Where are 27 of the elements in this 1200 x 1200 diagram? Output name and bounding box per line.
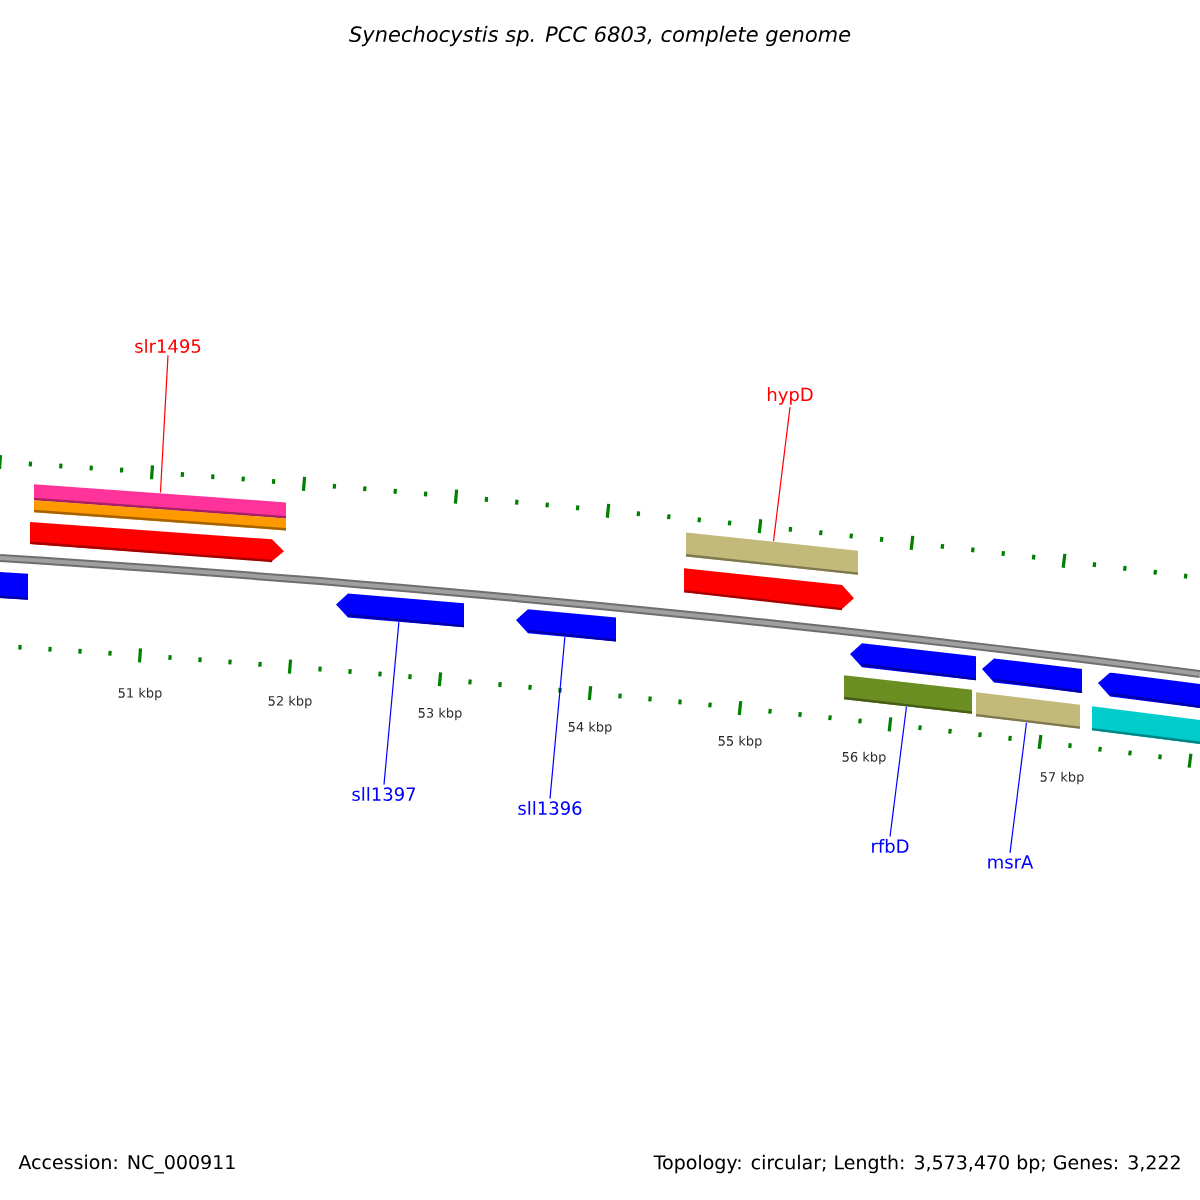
gene-label: sll1397: [352, 787, 416, 801]
leader-line: [772, 406, 791, 542]
leader-line: [383, 621, 400, 786]
feature-bar: [843, 675, 973, 714]
gene-label: rfbD: [872, 839, 909, 853]
leader-line: [889, 706, 908, 838]
gene-block: [683, 568, 854, 611]
genome-info-text: Topology: circular; Length: 3,573,470 bp; Genes: 3,222: [653, 1154, 1180, 1174]
leader-line: [159, 354, 169, 494]
feature-bar: [0, 572, 29, 600]
title: Synechocystis sp. PCC 6803, complete genome: [349, 25, 851, 47]
gene-block: [336, 593, 465, 628]
feature-bar: [1091, 706, 1200, 744]
gene-label: slr1495: [135, 339, 201, 353]
gene-block: [516, 609, 617, 642]
feature-bar: [975, 692, 1081, 729]
accession-text: Accession: NC_000911: [18, 1154, 235, 1174]
gene-label: hypD: [767, 387, 813, 405]
leader-line: [1009, 722, 1028, 854]
gene-block: [1098, 672, 1200, 708]
feature-bar: [685, 532, 859, 575]
gene-label: msrA: [988, 855, 1034, 869]
gene-block: [29, 521, 284, 563]
gene-block: [982, 658, 1083, 694]
leader-line: [549, 636, 566, 800]
gene-block: [850, 643, 977, 681]
gene-label: sll1396: [518, 801, 582, 815]
